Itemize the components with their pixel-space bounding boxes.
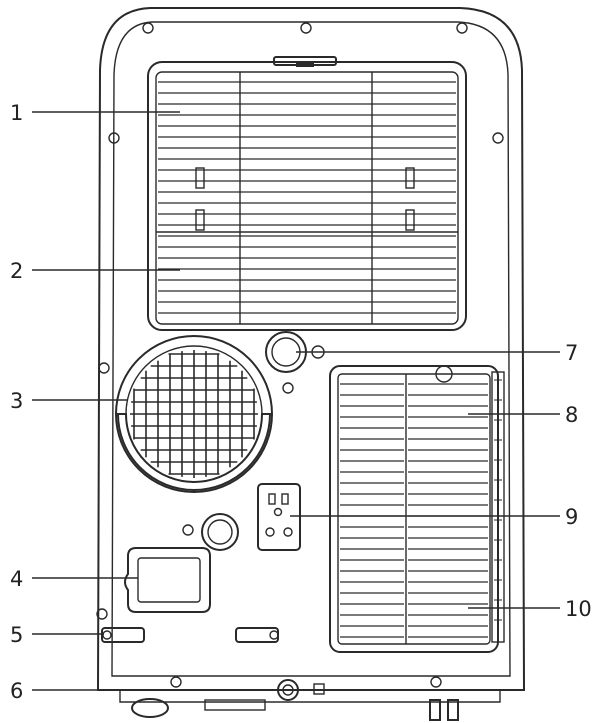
upper-grille-slats	[158, 81, 456, 314]
center-drain-plug-inner	[207, 519, 233, 545]
filter-clip-left-bottom	[195, 209, 205, 231]
unit-base	[119, 690, 501, 703]
upper-drain-outlet-inner	[271, 337, 301, 367]
exhaust-port-lip	[116, 413, 272, 491]
filter-clip-left-top	[195, 167, 205, 189]
lower-grille-slats	[340, 379, 502, 638]
upper-grille-area	[155, 71, 459, 325]
lower-filter-side-rail	[491, 371, 505, 643]
top-handle-slot	[296, 63, 314, 67]
callout-6: 6	[10, 679, 23, 703]
socket-hole-left	[265, 527, 275, 537]
exhaust-grille-grid	[130, 350, 258, 478]
callout-5: 5	[10, 623, 23, 647]
cord-holder-inner	[137, 557, 201, 603]
callout-10: 10	[565, 597, 592, 621]
socket-hole-right	[283, 527, 293, 537]
lower-grille-area	[337, 373, 491, 645]
lower-filter-frame	[329, 365, 499, 653]
callout-2: 2	[10, 259, 23, 283]
bottom-drain-inner	[282, 684, 294, 696]
cord-hook-left-screw	[102, 630, 112, 640]
cord-hook-left	[101, 627, 145, 643]
leader-lines	[32, 111, 560, 691]
callout-9: 9	[565, 505, 578, 529]
upper-filter-frame	[147, 61, 467, 331]
exhaust-port-ring	[115, 335, 273, 493]
callout-1: 1	[10, 101, 23, 125]
socket-hole-top	[273, 507, 283, 517]
filter-clip-right-bottom	[405, 209, 415, 231]
callout-4: 4	[10, 567, 23, 591]
center-drain-plug	[201, 513, 239, 551]
lower-filter-knob	[435, 365, 453, 383]
bottom-connector-a	[429, 699, 441, 721]
callout-8: 8	[565, 403, 578, 427]
callout-3: 3	[10, 389, 23, 413]
socket-slot-right	[281, 493, 289, 505]
bottom-foot-center	[204, 699, 266, 711]
power-socket	[257, 483, 301, 551]
unit-body-outer	[96, 7, 526, 691]
screw-holes	[96, 22, 504, 688]
callout-7: 7	[565, 341, 578, 365]
unit-body-inner	[111, 21, 511, 677]
filter-clip-right-top	[405, 167, 415, 189]
cord-hook-right	[235, 627, 279, 643]
cord-hook-right-screw	[269, 630, 279, 640]
bottom-drain-tab	[313, 683, 325, 695]
bottom-connector-b	[447, 699, 459, 721]
cord-holder	[124, 547, 211, 613]
socket-slot-left	[268, 493, 276, 505]
left-caster	[131, 698, 169, 718]
